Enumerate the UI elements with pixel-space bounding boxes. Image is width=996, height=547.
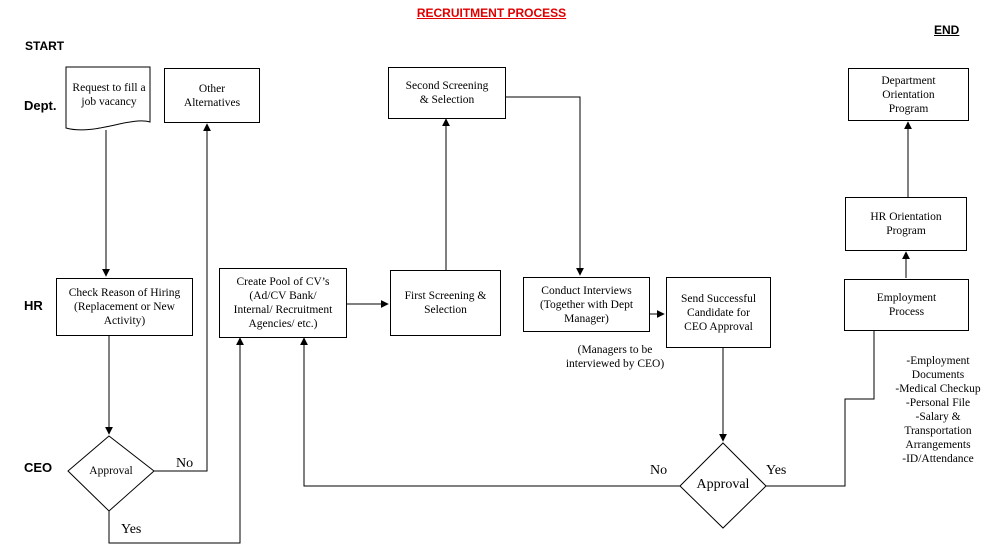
employment-process-node: Employment Process xyxy=(844,279,969,331)
edge-label-no-right: No xyxy=(650,463,668,478)
diagram-title: RECRUITMENT PROCESS xyxy=(416,6,567,20)
dept-orientation-label: Department Orientation Program xyxy=(881,74,936,115)
edge-approval-yes-to-employment xyxy=(766,331,875,487)
hr-orientation-node: HR Orientation Program xyxy=(845,197,967,251)
send-candidate-label: Send Successful Candidate for CEO Approv… xyxy=(680,292,757,333)
hr-orientation-label: HR Orientation Program xyxy=(870,211,942,237)
edge-approval-no-to-other xyxy=(154,123,211,472)
edge-label-yes-right: Yes xyxy=(766,463,787,478)
check-reason-node: Check Reason of Hiring (Replacement or N… xyxy=(56,278,193,336)
first-screening-label: First Screening & Selection xyxy=(404,290,487,316)
lane-label-dept: Dept. xyxy=(24,98,57,113)
lane-label-ceo: CEO xyxy=(24,460,53,475)
start-label: START xyxy=(25,39,65,53)
send-candidate-node: Send Successful Candidate for CEO Approv… xyxy=(666,277,771,348)
other-alternatives-label: Other Alternatives xyxy=(183,82,241,109)
create-pool-node: Create Pool of CV’s (Ad/CV Bank/ Interna… xyxy=(219,268,347,338)
second-screening-label: Second Screening & Selection xyxy=(405,80,489,106)
second-screening-node: Second Screening & Selection xyxy=(388,67,506,119)
edge-label-no-left: No xyxy=(176,456,194,471)
first-screening-node: First Screening & Selection xyxy=(390,270,501,336)
create-pool-label: Create Pool of CV’s (Ad/CV Bank/ Interna… xyxy=(233,276,333,330)
edge-label-yes-left: Yes xyxy=(121,522,142,537)
end-label: END xyxy=(934,23,960,37)
employment-process-label: Employment Process xyxy=(876,292,937,318)
approval-big-label: Approval xyxy=(696,477,750,492)
lane-label-hr: HR xyxy=(24,298,43,313)
edge-second-to-interviews xyxy=(506,96,584,276)
employment-items-note: -Employment Documents -Medical Checkup -… xyxy=(895,355,981,465)
managers-note: (Managers to be interviewed by CEO) xyxy=(565,344,665,370)
approval-big-diamond xyxy=(679,442,767,529)
request-document-shape xyxy=(65,66,151,131)
approval-small-label: Approval xyxy=(89,465,133,477)
conduct-interviews-node: Conduct Interviews (Together with Dept M… xyxy=(523,277,650,332)
dept-orientation-node: Department Orientation Program xyxy=(848,68,969,121)
check-reason-label: Check Reason of Hiring (Replacement or N… xyxy=(68,287,181,327)
edge-approval-no-to-pool xyxy=(300,337,680,487)
edge-approval-yes-to-pool xyxy=(108,337,244,544)
other-alternatives-node: Other Alternatives xyxy=(164,68,260,123)
request-vacancy-node: Request to fill a job vacancy xyxy=(72,82,146,108)
conduct-interviews-label: Conduct Interviews (Together with Dept M… xyxy=(539,284,634,325)
